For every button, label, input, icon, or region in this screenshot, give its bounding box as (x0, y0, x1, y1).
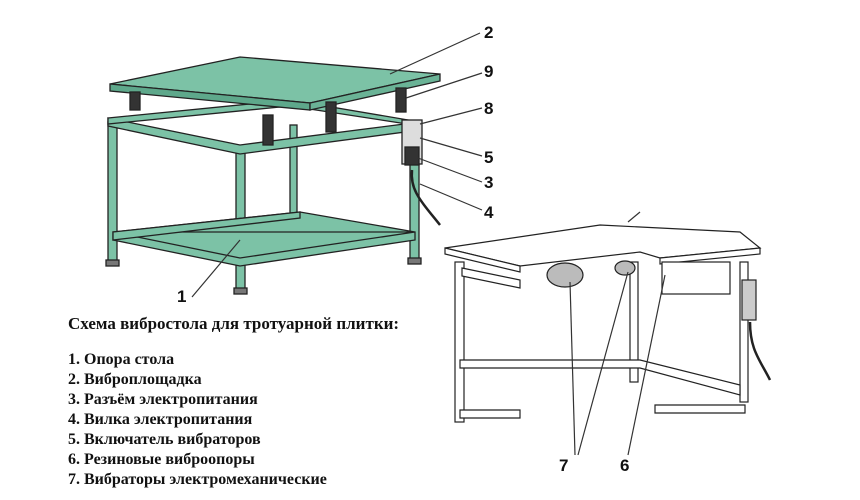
legend-item: 3. Разъём электропитания (68, 391, 258, 408)
callout-6: 6 (620, 456, 630, 475)
callout-4: 4 (484, 203, 494, 222)
right-table-outline (444, 224, 772, 423)
callout-1: 1 (177, 287, 187, 306)
left-table-green (105, 56, 441, 295)
callout-5: 5 (484, 148, 494, 167)
legend: 1. Опора стола 2. Виброплощадка 3. Разъё… (68, 350, 327, 490)
legend-item: 2. Виброплощадка (68, 371, 202, 388)
legend-item: 7. Вибраторы электромеханические (68, 471, 327, 488)
callout-3: 3 (484, 173, 494, 192)
legend-item: 4. Вилка электропитания (68, 411, 253, 428)
callout-2: 2 (484, 23, 494, 42)
callout-8: 8 (484, 99, 494, 118)
callout-7: 7 (559, 456, 569, 475)
callout-9: 9 (484, 62, 494, 81)
legend-item: 1. Опора стола (68, 351, 175, 368)
legend-item: 5. Включатель вибраторов (68, 431, 261, 448)
leader-lines (191, 32, 666, 456)
diagram-title: Схема вибростола для тротуарной плитки: (68, 314, 400, 333)
legend-item: 6. Резиновые виброопоры (68, 451, 255, 468)
